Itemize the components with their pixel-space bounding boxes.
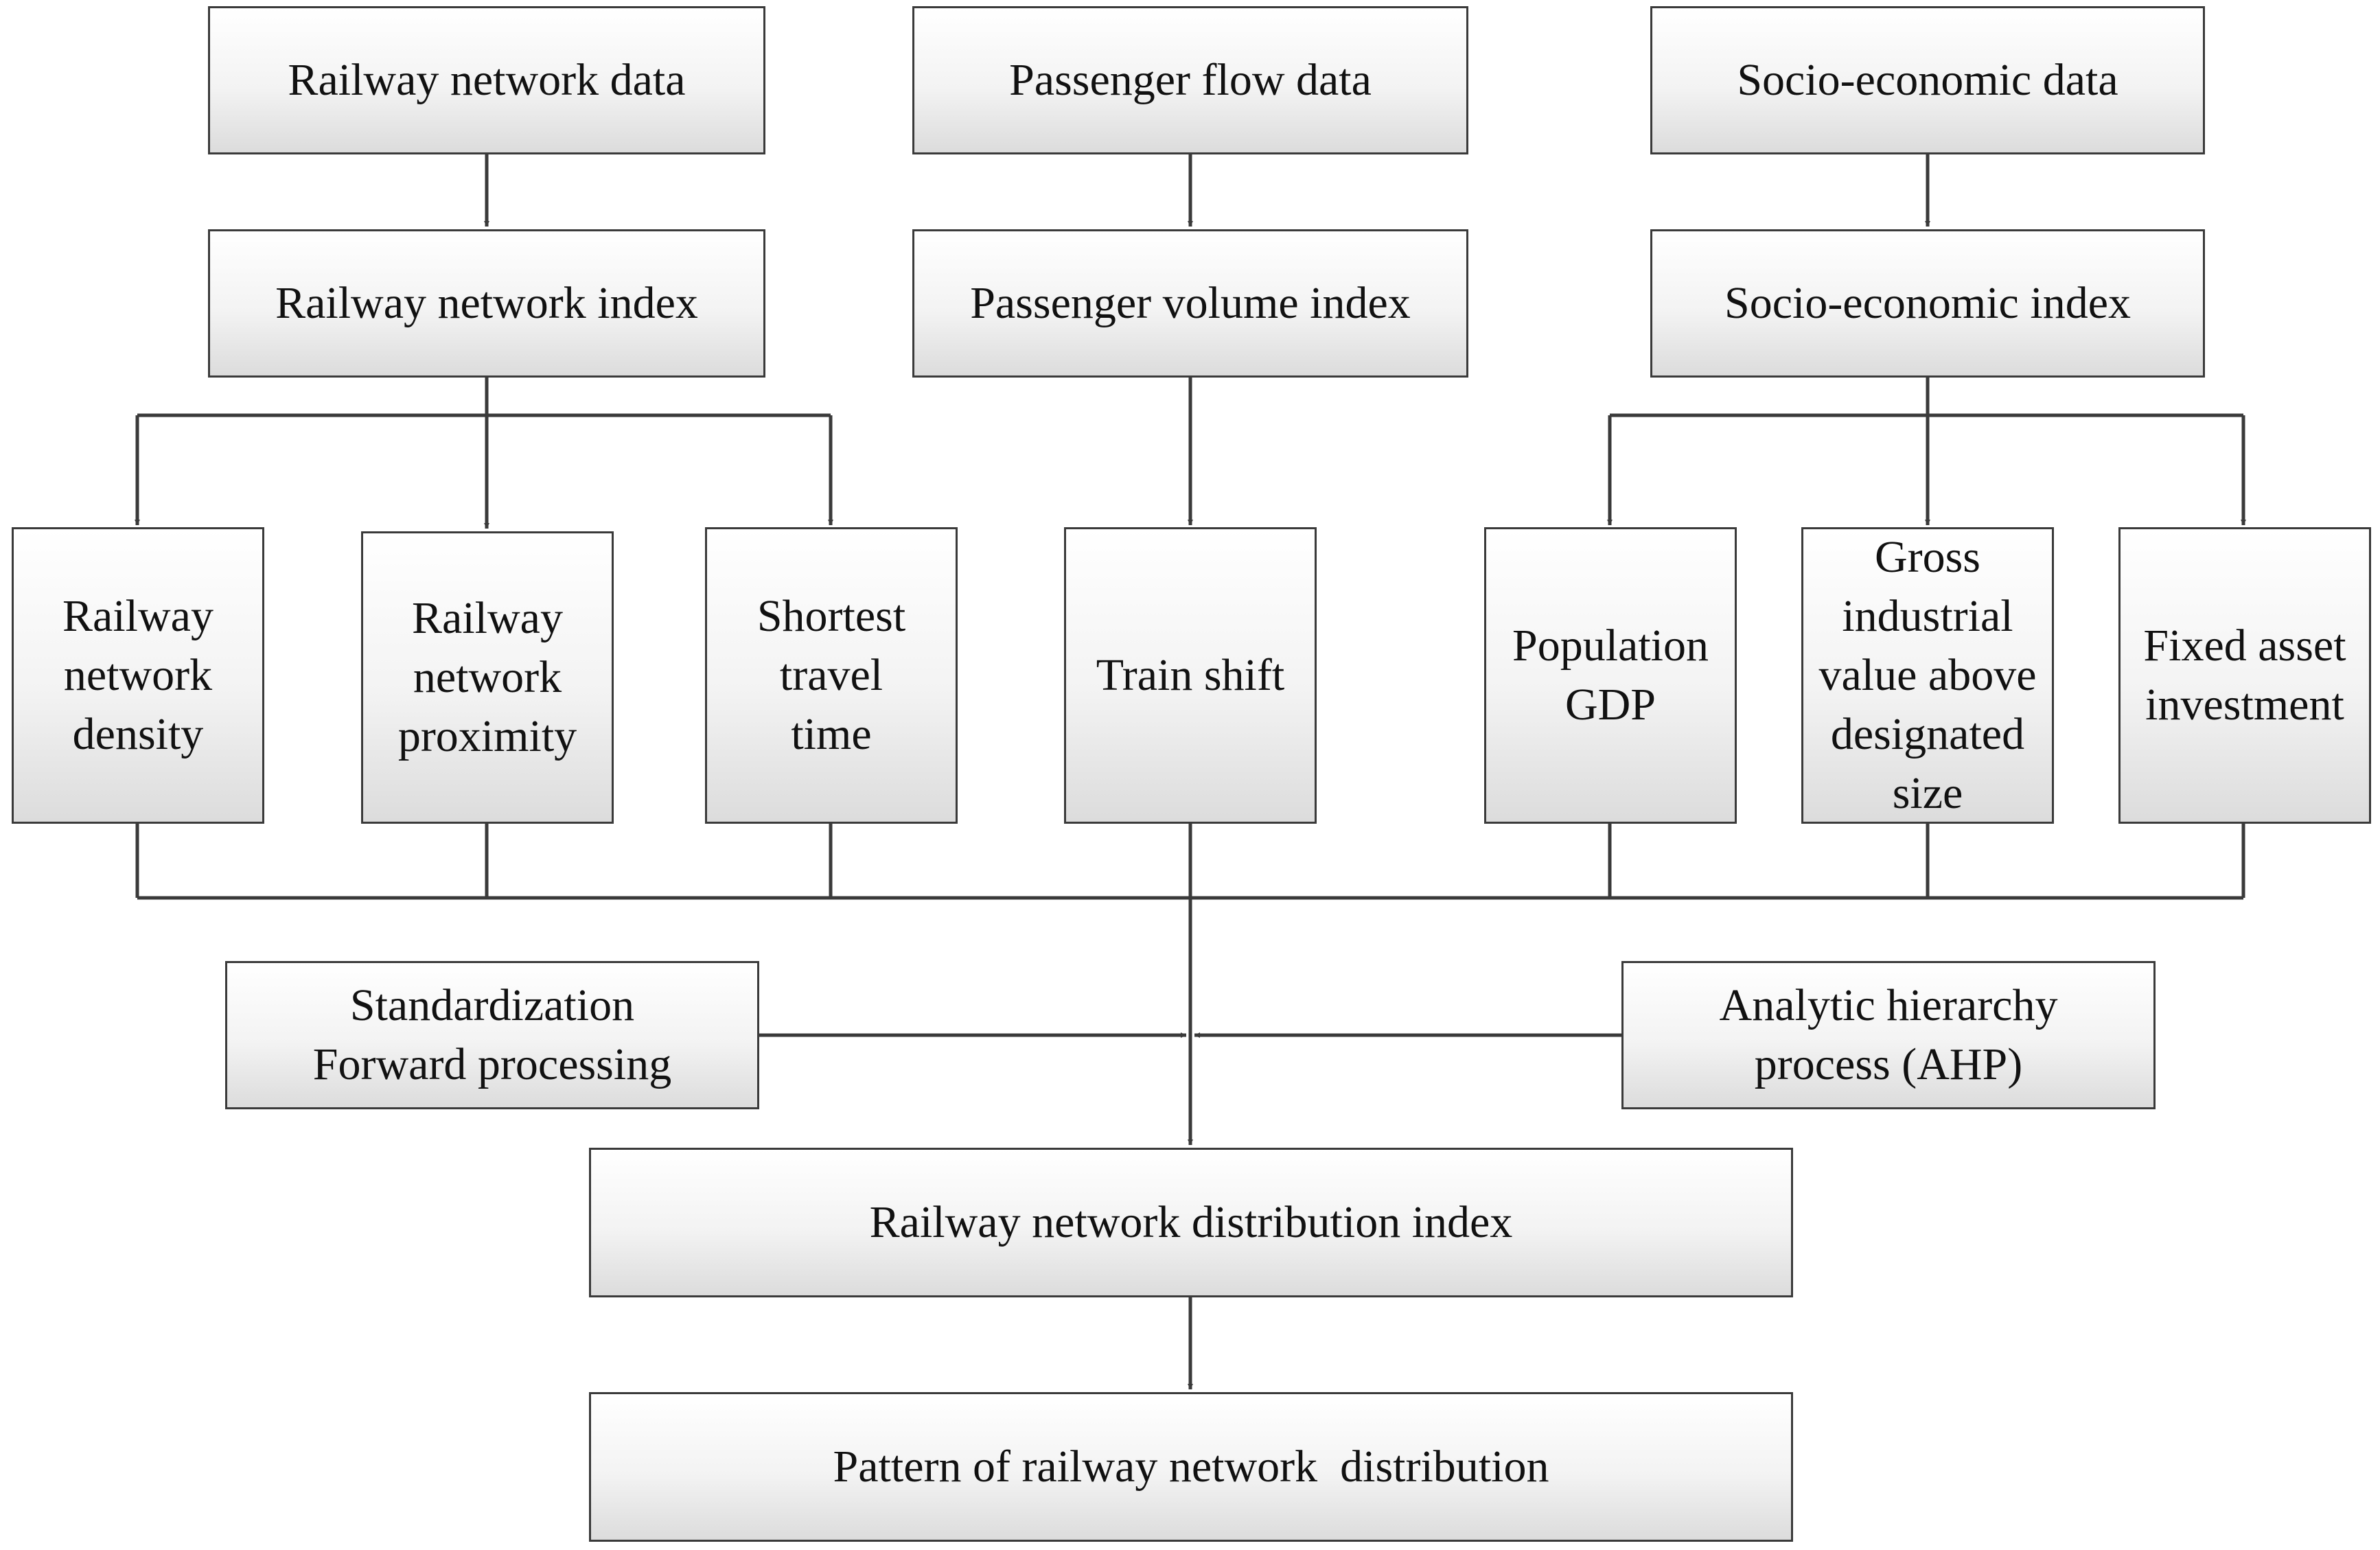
- railway-network-data-label: Railway network data: [288, 55, 686, 105]
- railway-network-index-label: Railway network index: [275, 278, 698, 328]
- distribution-index-label: Railway network distribution index: [869, 1197, 1513, 1247]
- socio-economic-index-label: Socio-economic index: [1724, 278, 2131, 328]
- passenger-volume-index-box: Passenger volume index: [912, 229, 1468, 378]
- distribution-index-box: Railway network distribution index: [589, 1148, 1793, 1297]
- shortest-travel-time-box: Shortest travel time: [705, 527, 958, 824]
- ahp-box: Analytic hierarchy process (AHP): [1621, 961, 2156, 1109]
- socio-economic-index-box: Socio-economic index: [1650, 229, 2205, 378]
- socio-economic-data-label: Socio-economic data: [1737, 55, 2118, 105]
- fixed-asset-investment-label: Fixed asset investment: [2143, 621, 2346, 730]
- gross-industrial-value-label: Gross industrial value above designated …: [1818, 532, 2037, 818]
- train-shift-box: Train shift: [1064, 527, 1317, 824]
- ahp-label: Analytic hierarchy process (AHP): [1719, 980, 2058, 1089]
- passenger-flow-data-label: Passenger flow data: [1009, 55, 1372, 105]
- passenger-flow-data-box: Passenger flow data: [912, 6, 1468, 154]
- standardization-label: Standardization Forward processing: [312, 980, 672, 1089]
- railway-network-density-box: Railway network density: [12, 527, 264, 824]
- train-shift-label: Train shift: [1096, 650, 1285, 700]
- railway-network-density-label: Railway network density: [62, 591, 213, 759]
- distribution-pattern-box: Pattern of railway network distribution: [589, 1392, 1793, 1542]
- railway-network-proximity-label: Railway network proximity: [397, 593, 577, 761]
- railway-network-data-box: Railway network data: [208, 6, 765, 154]
- passenger-volume-index-label: Passenger volume index: [970, 278, 1411, 328]
- population-gdp-label: Population GDP: [1512, 621, 1709, 730]
- population-gdp-box: Population GDP: [1484, 527, 1737, 824]
- distribution-pattern-label: Pattern of railway network distribution: [833, 1442, 1549, 1492]
- gross-industrial-value-box: Gross industrial value above designated …: [1801, 527, 2054, 824]
- standardization-box: Standardization Forward processing: [225, 961, 759, 1109]
- railway-network-proximity-box: Railway network proximity: [361, 531, 614, 824]
- railway-network-index-box: Railway network index: [208, 229, 765, 378]
- fixed-asset-investment-box: Fixed asset investment: [2118, 527, 2371, 824]
- shortest-travel-time-label: Shortest travel time: [756, 591, 906, 759]
- socio-economic-data-box: Socio-economic data: [1650, 6, 2205, 154]
